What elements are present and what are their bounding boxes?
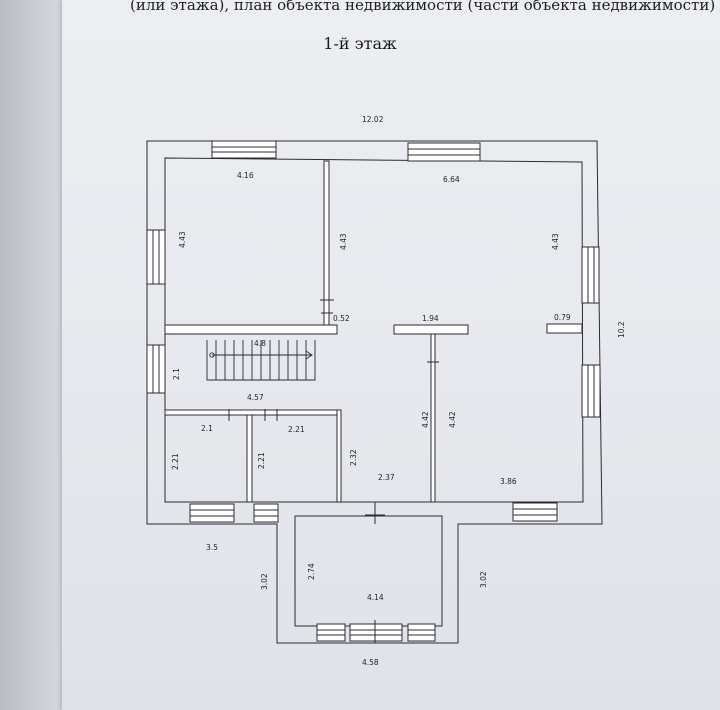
window-top-right	[407, 142, 481, 162]
document-sheet	[62, 0, 720, 710]
dim-hall-height: 2.32	[349, 449, 358, 466]
dim-hall-width: 4.57	[247, 393, 264, 402]
dim-small2-width: 2.21	[288, 425, 305, 434]
dim-big-width: 3.86	[500, 477, 517, 486]
wall-center-vertical	[430, 333, 436, 503]
window-porch-right	[407, 623, 436, 642]
dim-porch-left: 3.02	[260, 573, 269, 590]
dim-porch-right: 3.02	[479, 571, 488, 588]
wall-hall-right	[336, 409, 342, 503]
dim-overall-height: 10.2	[617, 321, 626, 338]
dim-stair-len: 4.8	[254, 339, 266, 348]
window-porch-center	[349, 623, 403, 642]
window-top-left	[211, 140, 277, 159]
dim-center-height: 4.42	[421, 411, 430, 428]
wall-corridor-center	[393, 324, 469, 335]
window-left-upper	[146, 229, 166, 285]
dim-overall-width: 12.02	[362, 115, 384, 124]
wall-right-stub	[546, 323, 583, 334]
dim-porch-offset: 3.5	[206, 543, 218, 552]
dim-small1-width: 2.1	[201, 424, 213, 433]
outer-wall-outline	[146, 140, 603, 644]
window-bottom-right	[512, 502, 558, 522]
dim-small2-height: 2.21	[257, 452, 266, 469]
dim-small1-height: 2.21	[171, 453, 180, 470]
window-right-lower	[581, 364, 601, 418]
left-page-edge	[0, 0, 62, 710]
dim-right-offset: 0.79	[554, 313, 571, 322]
dim-big-height: 4.42	[448, 411, 457, 428]
dim-room-tr-height: 4.43	[551, 233, 560, 250]
dim-room-tl-height: 4.43	[178, 231, 187, 248]
dim-room-tr-width: 6.64	[443, 175, 460, 184]
window-porch-left	[316, 623, 346, 642]
dim-center-width: 2.37	[378, 473, 395, 482]
dim-partition-height: 4.43	[339, 233, 348, 250]
window-bottom-small	[253, 503, 279, 523]
dim-porch-inner-w: 4.14	[367, 593, 384, 602]
wall-small-divider	[246, 414, 253, 503]
document-header: (или этажа), план объекта недвижимости (…	[130, 0, 716, 14]
wall-horizontal-stair	[164, 324, 338, 335]
dim-porch-width: 4.58	[362, 658, 379, 667]
dim-porch-inner-h: 2.74	[307, 563, 316, 580]
porch-inner-wall	[294, 515, 443, 627]
wall-small-top	[164, 409, 338, 416]
dim-corridor-len: 1.94	[422, 314, 439, 323]
window-left-lower	[146, 344, 166, 394]
window-right-upper	[581, 246, 600, 304]
window-bottom-left	[189, 503, 235, 523]
floor-title: 1-й этаж	[323, 34, 397, 53]
dim-room-tl-width: 4.16	[237, 171, 254, 180]
staircase	[206, 340, 316, 381]
dim-stair-height: 2.1	[172, 368, 181, 380]
dim-door-offset: 0.52	[333, 314, 350, 323]
